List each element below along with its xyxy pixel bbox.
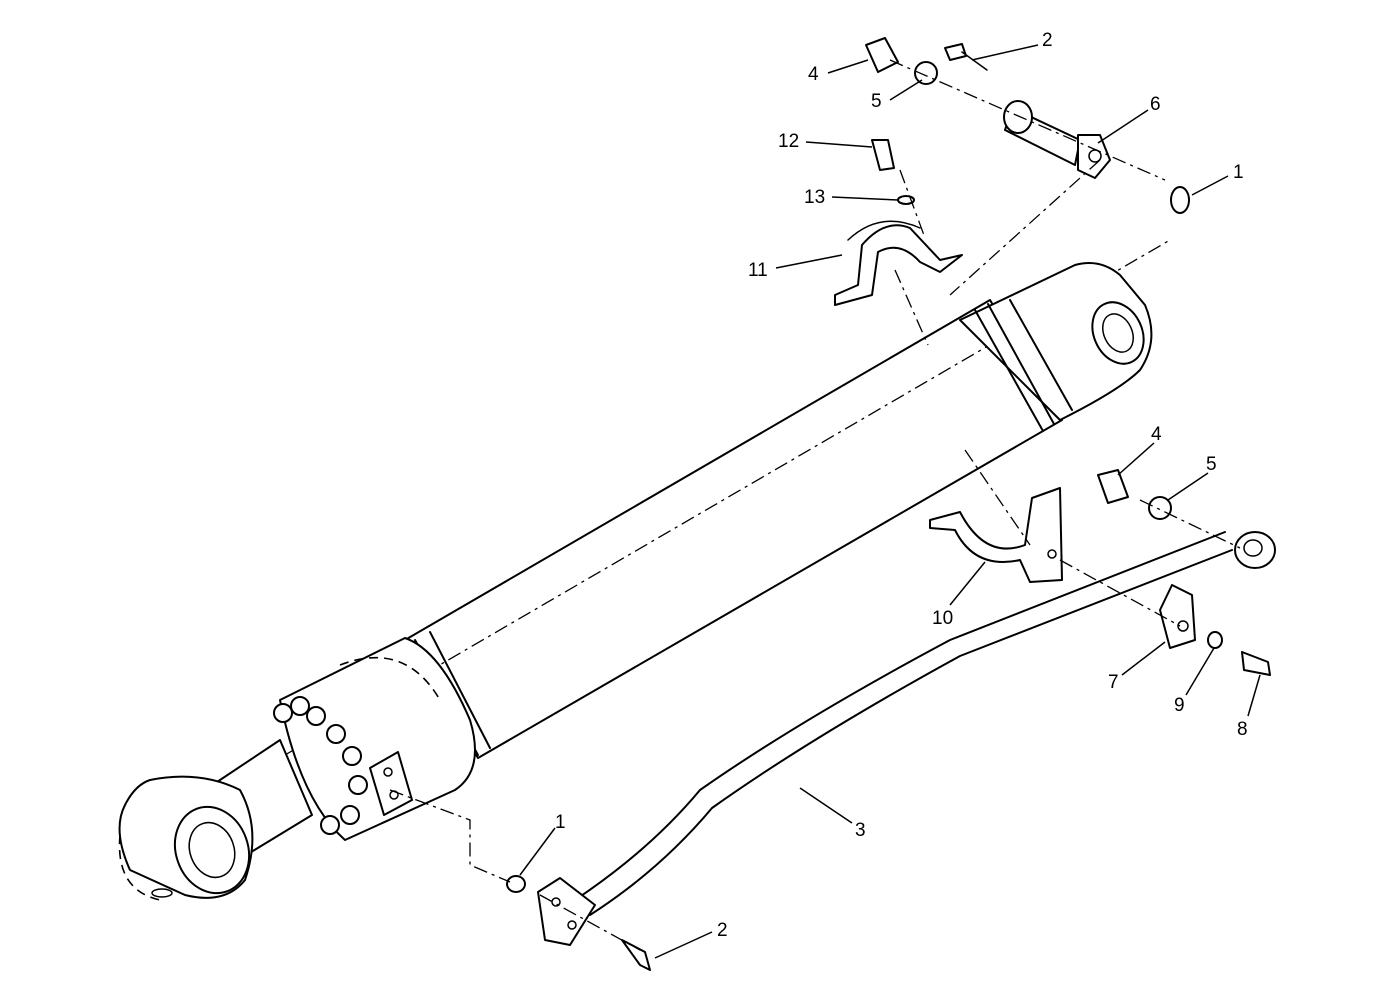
- callout-6: 6: [1150, 94, 1161, 115]
- callouts: 2 4 5 6 1 12 13 11 4 5 10 7 9 8 3 1 2: [555, 30, 1248, 941]
- callout-3: 3: [855, 820, 866, 841]
- callout-1-top: 1: [1233, 162, 1244, 183]
- callout-13: 13: [804, 187, 825, 208]
- callout-9: 9: [1174, 695, 1185, 716]
- cylinder-head: [273, 637, 476, 841]
- small-parts: [506, 37, 1271, 971]
- leader-lines: [519, 44, 1261, 959]
- callout-8: 8: [1237, 719, 1248, 740]
- rod-eye: [118, 739, 313, 901]
- callout-5-top: 5: [871, 91, 882, 112]
- callout-4-mid: 4: [1151, 424, 1162, 445]
- callout-11: 11: [748, 260, 768, 281]
- callout-2-top: 2: [1042, 30, 1053, 51]
- head-bolts: [273, 696, 368, 835]
- lower-clamp: [929, 487, 1063, 583]
- tube-line: [537, 531, 1276, 946]
- upper-clamp: [834, 220, 963, 306]
- callout-12: 12: [778, 131, 799, 152]
- callout-4-top: 4: [808, 64, 819, 85]
- clamp-half: [1159, 584, 1196, 649]
- callout-5-mid: 5: [1206, 454, 1217, 475]
- callout-10: 10: [932, 608, 953, 629]
- callout-7: 7: [1108, 672, 1119, 693]
- callout-1-bot: 1: [555, 812, 566, 833]
- elbow-fitting: [1003, 100, 1111, 179]
- callout-2-bot: 2: [717, 920, 728, 941]
- assembly-lines: [389, 59, 1241, 951]
